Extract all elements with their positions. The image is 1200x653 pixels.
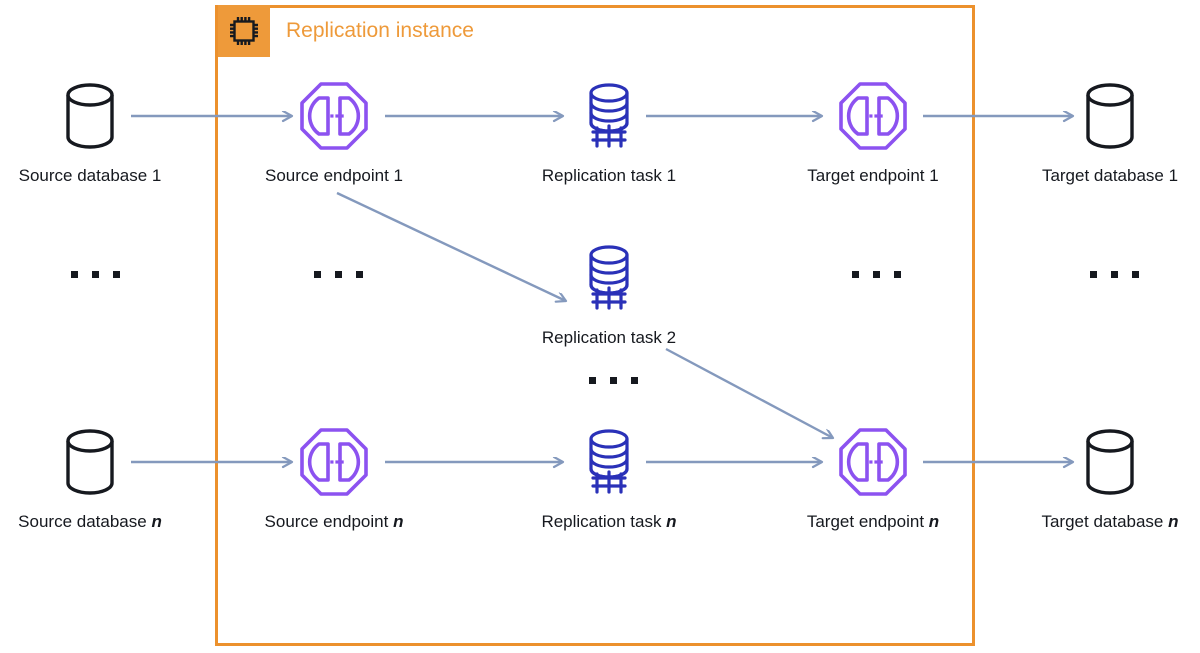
- endpoint-octagon-icon: [254, 78, 414, 154]
- endpoint-octagon-icon: [793, 78, 953, 154]
- node-label: Replication task 1: [541, 166, 677, 185]
- node-label: Source database n: [18, 512, 162, 531]
- replication-instance-boundary: [215, 5, 975, 646]
- database-cylinder-icon: [10, 424, 170, 500]
- node-label: Target database 1: [1041, 166, 1179, 185]
- node-source-database-1: Source database 1: [10, 78, 170, 186]
- replication-task-icon: [529, 78, 689, 154]
- database-cylinder-icon: [10, 78, 170, 154]
- node-source-database-n: Source database n: [10, 424, 170, 532]
- ellipsis-target-database-column: [1090, 271, 1139, 278]
- node-replication-task-n: Replication task n: [529, 424, 689, 532]
- node-replication-task-1: Replication task 1: [529, 78, 689, 186]
- endpoint-octagon-icon: [254, 424, 414, 500]
- node-label: Target endpoint 1: [807, 166, 939, 185]
- node-target-endpoint-1: Target endpoint 1: [793, 78, 953, 186]
- ellipsis-replication-task-middle-column: [589, 377, 638, 384]
- ellipsis-source-database-column: [71, 271, 120, 278]
- node-source-endpoint-1: Source endpoint 1: [254, 78, 414, 186]
- node-replication-task-2: Replication task 2: [529, 240, 689, 348]
- node-target-database-1: Target database 1: [1030, 78, 1190, 186]
- chip-icon: [218, 5, 270, 57]
- node-label: Replication task n: [541, 512, 677, 531]
- ellipsis-source-endpoint-column: [314, 271, 363, 278]
- replication-instance-label: Replication instance: [286, 19, 474, 42]
- node-target-endpoint-n: Target endpoint n: [793, 424, 953, 532]
- endpoint-octagon-icon: [793, 424, 953, 500]
- database-cylinder-icon: [1030, 424, 1190, 500]
- node-label: Target endpoint n: [806, 512, 940, 531]
- database-cylinder-icon: [1030, 78, 1190, 154]
- replication-task-icon: [529, 240, 689, 316]
- node-label: Target database n: [1041, 512, 1179, 531]
- node-label: Source endpoint 1: [265, 166, 403, 185]
- replication-instance-header: Replication instance: [218, 5, 474, 57]
- node-label: Source database 1: [18, 166, 162, 185]
- node-label: Source endpoint n: [264, 512, 404, 531]
- ellipsis-target-endpoint-column: [852, 271, 901, 278]
- node-label: Replication task 2: [541, 328, 677, 347]
- node-target-database-n: Target database n: [1030, 424, 1190, 532]
- node-source-endpoint-n: Source endpoint n: [254, 424, 414, 532]
- replication-task-icon: [529, 424, 689, 500]
